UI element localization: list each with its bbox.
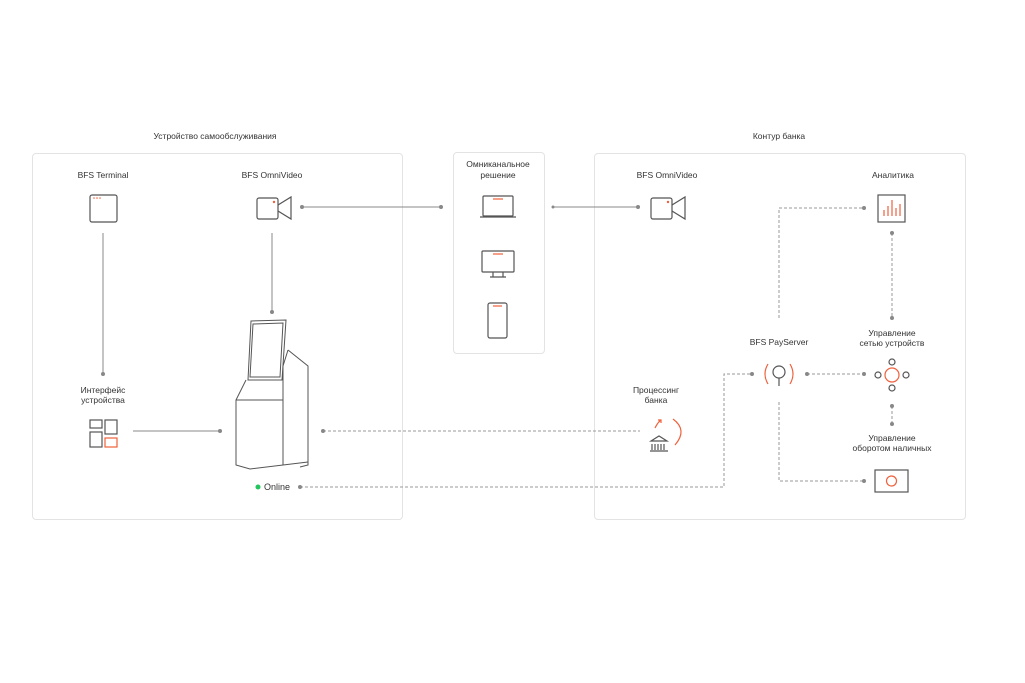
online-status: Online — [263, 482, 291, 492]
terminal-label: BFS Terminal — [77, 170, 129, 180]
cash-icon — [874, 469, 909, 493]
kiosk-icon — [235, 319, 309, 470]
connectors — [102, 206, 893, 488]
online-payserver-line — [300, 373, 752, 488]
self-service-title: Устройство самообслуживания — [153, 131, 277, 141]
network-label-1: Управление — [868, 328, 916, 338]
cash-label-2: оборотом наличных — [852, 443, 932, 453]
network-icon — [874, 358, 910, 392]
bank-title: Контур банка — [752, 131, 806, 141]
payserver-label: BFS PayServer — [749, 337, 809, 347]
cash-label-1: Управление — [868, 433, 916, 443]
analytics-icon — [877, 194, 906, 223]
interface-label-1: Интерфейс — [80, 385, 126, 395]
payserver-icon — [764, 363, 794, 386]
self-service-group — [32, 153, 403, 520]
monitor-icon — [481, 250, 515, 278]
payserver-cash-line — [778, 402, 864, 482]
omnivideo-right-label: BFS OmniVideo — [636, 170, 698, 180]
omni-title-1: Омниканальное — [466, 159, 530, 169]
device-interface-icon — [89, 419, 118, 448]
camera-icon — [650, 195, 686, 221]
terminal-icon — [89, 194, 118, 223]
omni-title-2: решение — [480, 170, 516, 180]
camera-icon — [256, 195, 292, 221]
bank-group — [594, 153, 966, 520]
online-dot-icon — [255, 484, 261, 490]
processing-label-2: банка — [644, 395, 668, 405]
bank-icon — [648, 418, 682, 452]
omnivideo-left-label: BFS OmniVideo — [241, 170, 303, 180]
laptop-icon — [480, 195, 516, 218]
omnichannel-group — [453, 152, 545, 354]
analytics-label: Аналитика — [871, 170, 915, 180]
processing-label-1: Процессинг — [632, 385, 680, 395]
interface-label-2: устройства — [81, 395, 125, 405]
payserver-analytics-line — [778, 207, 864, 318]
network-label-2: сетью устройств — [859, 338, 925, 348]
connector-dots — [101, 205, 894, 489]
phone-icon — [487, 302, 508, 339]
